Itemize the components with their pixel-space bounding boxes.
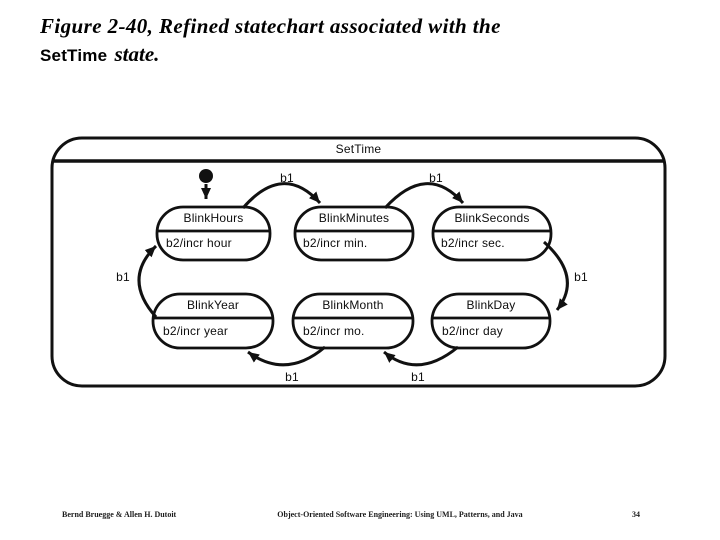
transition-label-month-year: b1 bbox=[285, 370, 299, 384]
slide-title: Figure 2-40, Refined statechart associat… bbox=[40, 14, 501, 67]
state-blinkhours-internal: b2/incr hour bbox=[166, 236, 232, 250]
slide-title-line2: SetTime state. bbox=[40, 42, 501, 67]
composite-state-box bbox=[50, 136, 667, 388]
slide-title-settime: SetTime bbox=[40, 46, 108, 65]
transition-label-year-hours: b1 bbox=[116, 270, 130, 284]
state-blinkseconds-box bbox=[431, 205, 553, 262]
state-blinkyear-internal: b2/incr year bbox=[163, 324, 229, 338]
state-blinkminutes-box bbox=[293, 205, 415, 262]
state-blinkmonth-internal: b2/incr mo. bbox=[303, 324, 365, 338]
transition-seconds-to-day bbox=[542, 240, 569, 311]
initial-state-dot bbox=[199, 169, 213, 183]
slide-title-state-word: state. bbox=[109, 42, 160, 66]
transition-day-to-month bbox=[383, 345, 459, 367]
state-blinkmonth-name: BlinkMonth bbox=[322, 298, 384, 312]
transition-label-seconds-day: b1 bbox=[574, 270, 588, 284]
state-blinkseconds-name: BlinkSeconds bbox=[454, 211, 530, 225]
footer-authors: Bernd Bruegge & Allen H. Dutoit bbox=[62, 510, 177, 519]
state-blinkyear-name: BlinkYear bbox=[186, 298, 240, 312]
transition-label-minutes-seconds: b1 bbox=[429, 171, 443, 185]
composite-state-title: SetTime bbox=[335, 142, 382, 156]
state-blinkhours-box bbox=[155, 205, 272, 262]
state-blinkminutes-internal: b2/incr min. bbox=[303, 236, 368, 250]
state-blinkminutes-name: BlinkMinutes bbox=[318, 211, 390, 225]
transition-year-to-hours bbox=[137, 244, 158, 318]
state-blinkhours-name: BlinkHours bbox=[183, 211, 244, 225]
transition-month-to-year bbox=[247, 345, 326, 367]
transition-label-hours-minutes: b1 bbox=[280, 171, 294, 185]
footer-book-title: Object-Oriented Software Engineering: Us… bbox=[277, 510, 523, 519]
state-blinkday-name: BlinkDay bbox=[466, 298, 516, 312]
transition-minutes-to-seconds bbox=[383, 182, 465, 210]
state-blinkday-box bbox=[430, 292, 552, 350]
state-blinkyear-box bbox=[151, 292, 275, 350]
transition-label-day-month: b1 bbox=[411, 370, 425, 384]
footer-page-number: 34 bbox=[632, 510, 640, 519]
state-blinkmonth-box bbox=[291, 292, 415, 350]
state-blinkseconds-internal: b2/incr sec. bbox=[441, 236, 505, 250]
slide-title-line1: Figure 2-40, Refined statechart associat… bbox=[40, 14, 501, 38]
state-blinkday-internal: b2/incr day bbox=[442, 324, 503, 338]
transition-hours-to-minutes bbox=[241, 182, 322, 209]
